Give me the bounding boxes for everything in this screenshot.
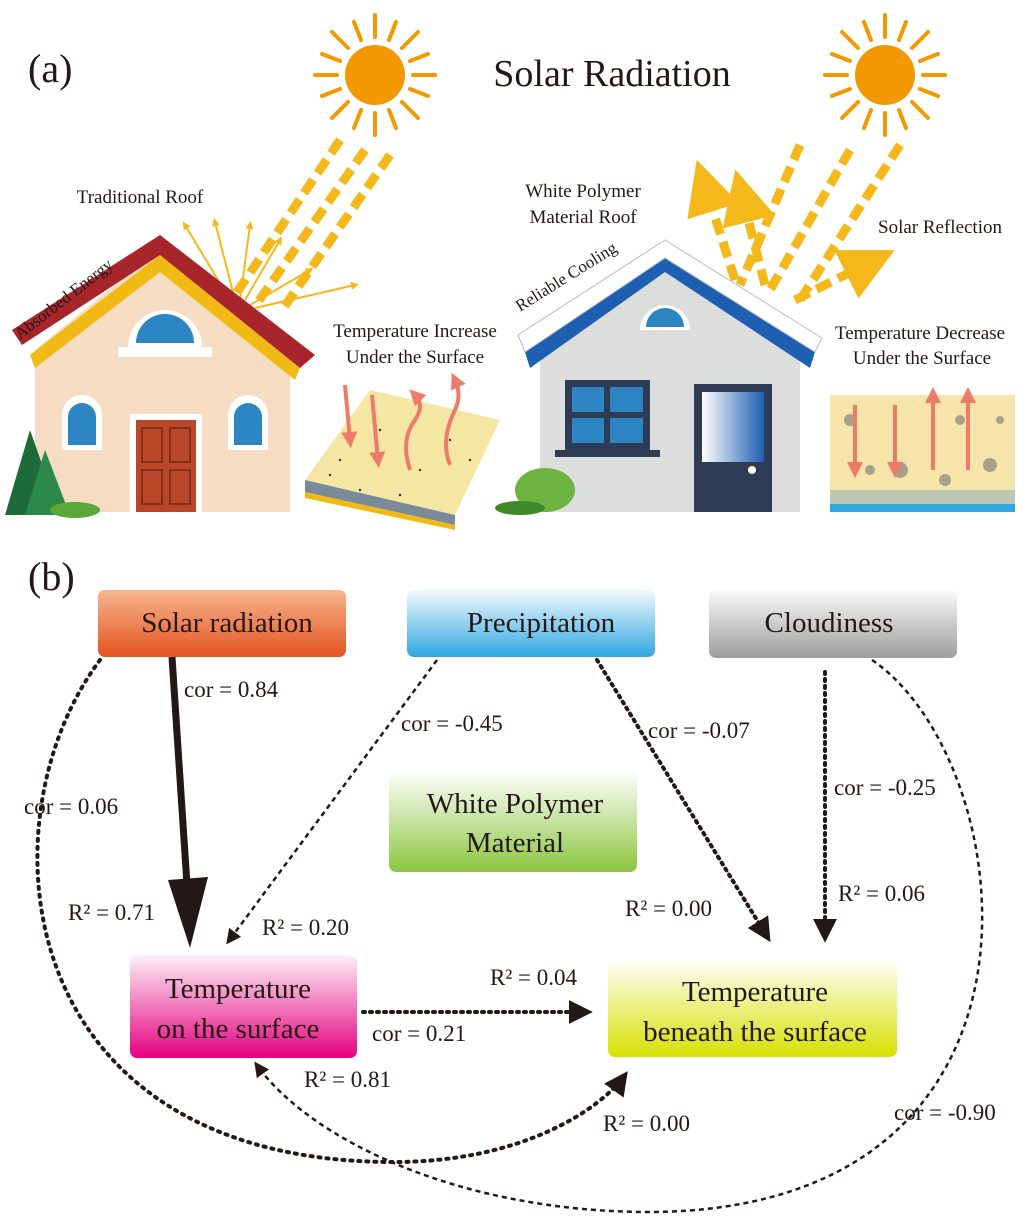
edge-solar-surface [168, 656, 192, 901]
solar-rays-left [231, 137, 394, 313]
edge-label: R² = 0.71 [68, 900, 155, 925]
edge-label: R² = 0.00 [625, 896, 712, 921]
node-label: Material [466, 827, 564, 859]
temp-decrease-label: Temperature Decrease [835, 323, 1005, 344]
edge-solar-surface-arrowhead [168, 877, 208, 948]
bush-icon [495, 468, 575, 515]
absorbed-arrows [182, 218, 359, 309]
node-label: Precipitation [467, 607, 616, 639]
node-label: Cloudiness [765, 607, 894, 639]
node-precipitation: Precipitation [407, 590, 655, 657]
sun-icon-right [823, 13, 947, 137]
edge-label: cor = 0.21 [372, 1021, 466, 1046]
edge-label: cor = 0.84 [184, 677, 279, 702]
reflection-arrows [687, 159, 895, 305]
temp-increase-label-2: Under the Surface [346, 347, 484, 368]
edge-precip-surface [226, 659, 439, 945]
temp-decrease-label-2: Under the Surface [853, 348, 991, 369]
node-label: beneath the surface [643, 1016, 867, 1048]
panel-a-label: (a) [28, 46, 72, 91]
white-polymer-roof-label: White Polymer [525, 181, 641, 202]
traditional-roof-label: Traditional Roof [77, 187, 204, 208]
edge-cloud-surface [254, 658, 984, 1214]
warm-surface-slab [305, 372, 500, 530]
node-temperature-beneath: Temperature beneath the surface [608, 958, 897, 1057]
node-label: Temperature [165, 973, 311, 1005]
node-label: Solar radiation [141, 607, 313, 639]
tree-icon [5, 430, 100, 518]
edge-label: R² = 0.20 [262, 915, 349, 940]
edge-label: cor = -0.25 [834, 775, 936, 800]
edge-label: R² = 0.06 [838, 881, 925, 906]
node-label: White Polymer [427, 788, 604, 820]
panel-a: (a) Solar Radiation [5, 13, 1015, 530]
node-temperature-surface: Temperature on the surface [130, 955, 357, 1058]
solar-reflection-label: Solar Reflection [878, 217, 1002, 238]
temp-increase-label: Temperature Increase [333, 321, 497, 342]
white-polymer-roof-label-2: Material Roof [529, 207, 637, 228]
cool-surface-slab [830, 387, 1015, 512]
edge-label: R² = 0.81 [304, 1067, 391, 1092]
traditional-house: Absorbed Energy [11, 235, 315, 512]
node-label: on the surface [157, 1013, 320, 1045]
edge-label: R² = 0.00 [603, 1111, 690, 1136]
edge-label: cor = -0.45 [401, 711, 503, 736]
edge-precip-beneath [595, 658, 771, 943]
node-label: Temperature [682, 976, 828, 1008]
node-white-polymer-material: White Polymer Material [389, 770, 637, 872]
sun-icon-left [313, 13, 437, 137]
edge-labels: cor = 0.84 R² = 0.71 cor = -0.45 R² = 0.… [24, 677, 996, 1136]
panel-a-title: Solar Radiation [493, 53, 730, 95]
edges [35, 656, 984, 1214]
panel-b: (b) Solar radiation Precipitation Cloudi… [24, 554, 996, 1214]
edge-label: cor = -0.07 [648, 718, 750, 743]
edge-label: R² = 0.04 [490, 965, 577, 990]
edge-label: cor = -0.90 [894, 1100, 996, 1125]
panel-b-label: (b) [28, 554, 75, 599]
edge-label: cor = 0.06 [24, 794, 118, 819]
node-cloudiness: Cloudiness [709, 590, 957, 658]
node-solar-radiation: Solar radiation [98, 590, 346, 657]
